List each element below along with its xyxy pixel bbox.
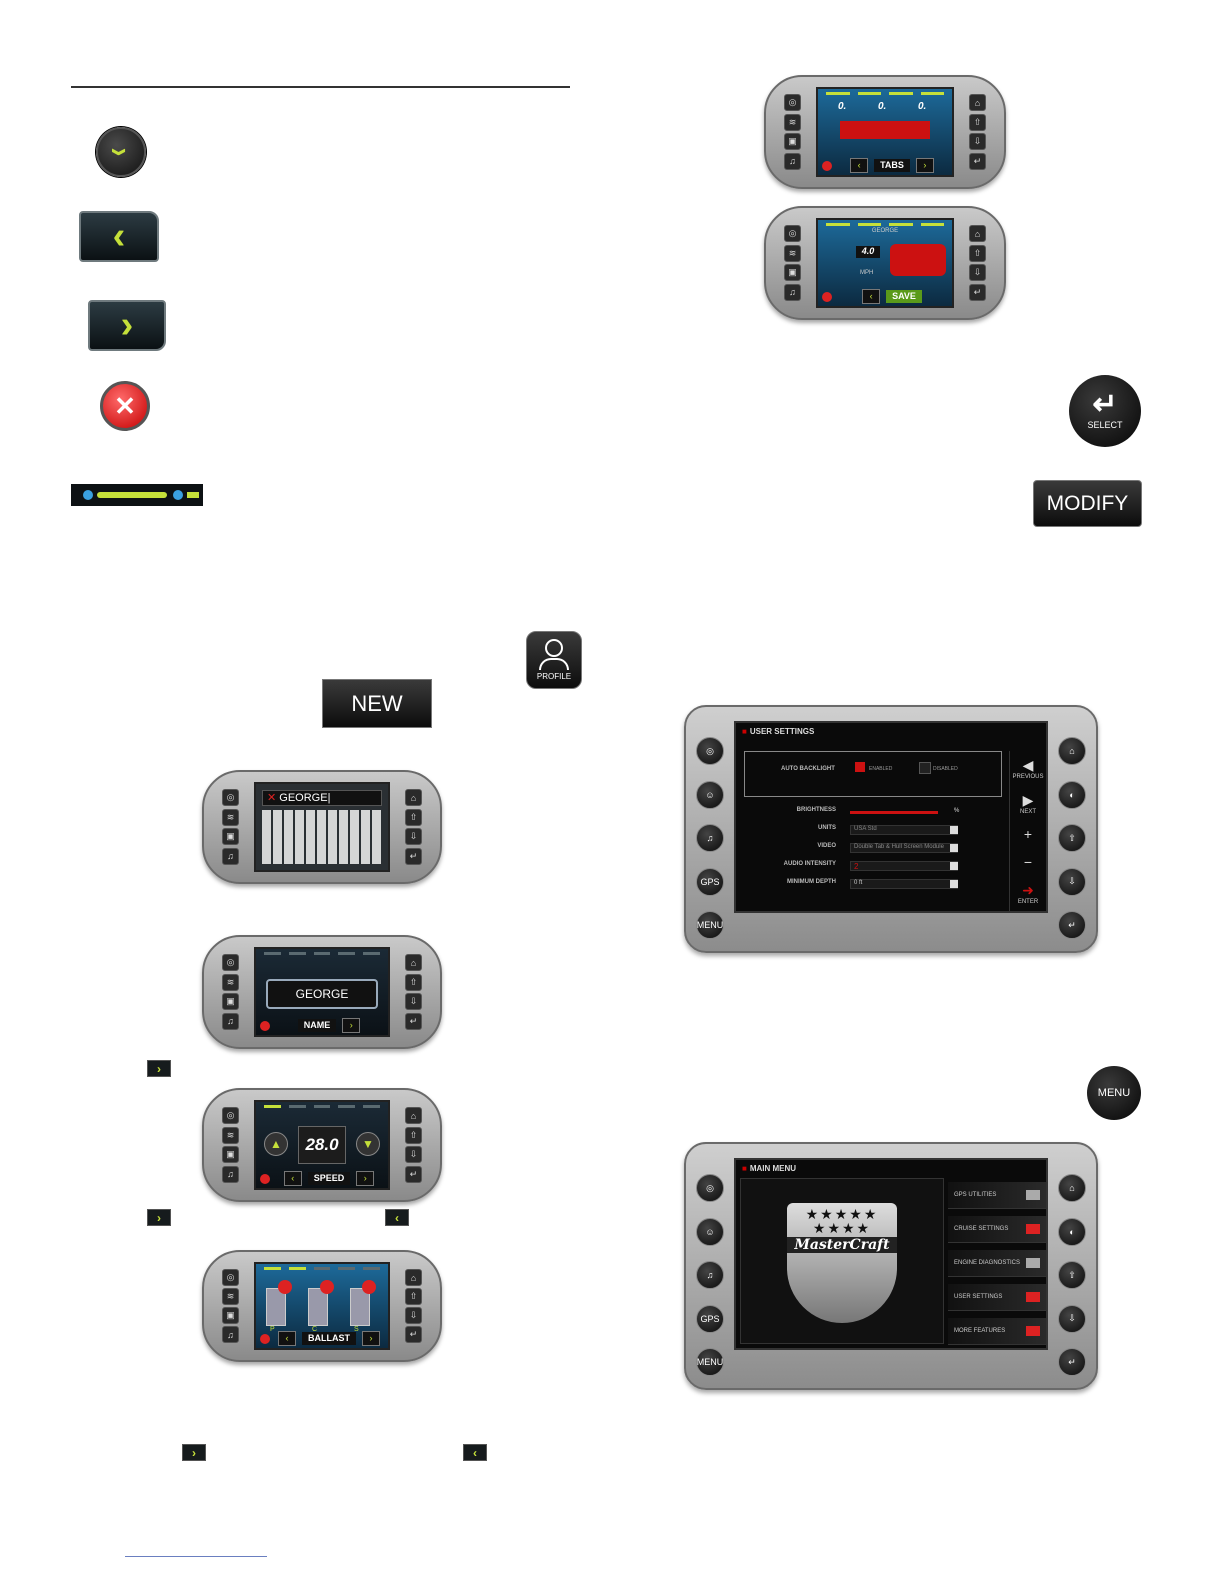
next-arrow-icon: › <box>182 1444 206 1461</box>
action-label: NEXT <box>1019 808 1036 815</box>
tank-label: C <box>312 1326 318 1333</box>
setting-label: AUDIO INTENSITY <box>783 861 836 867</box>
mastercraft-logo: ★★★★★★★★★ MasterCraft <box>787 1203 897 1323</box>
menu-item-cruise: CRUISE SETTINGS <box>948 1215 1046 1243</box>
brand-name: MasterCraft <box>787 1237 897 1253</box>
device-keyboard-screen: ◎≋▣♫ ⌂⇧⇩↵ ✕ GEORGE| <box>202 770 442 884</box>
footer-label: TABS <box>874 158 910 172</box>
setting-label: BRIGHTNESS <box>796 807 836 813</box>
onscreen-keyboard <box>262 810 382 864</box>
display-main-menu: ◎☺♫ GPS MENU ⌂◐⇧⇩↵ ■MAIN MENU ★★★★★★★★★ … <box>684 1142 1098 1390</box>
modify-button: MODIFY <box>1033 480 1142 527</box>
tank-label: P <box>270 1326 275 1333</box>
previous-button-icon: ‹ <box>79 211 159 262</box>
setting-value: 0 ft <box>850 879 958 889</box>
unit-label: MPH <box>860 270 874 276</box>
close-icon <box>822 292 832 302</box>
setting-label: VIDEO <box>817 843 836 849</box>
device-speed-screen: ◎≋▣♫ ⌂⇧⇩↵ ▲ ▼ 28.0 ‹SPEED› <box>202 1088 442 1202</box>
next-arrow-icon: › <box>147 1060 171 1077</box>
screen-title: MAIN MENU <box>749 1164 797 1173</box>
device-save-screen: ◎≋▣♫ ⌂⇧⇩↵ GEORGE 4.0 MPH ‹SAVE <box>764 206 1006 320</box>
setting-value: 2 <box>850 861 958 871</box>
next-button-icon: › <box>88 300 166 351</box>
display-user-settings: ◎☺♫ GPS MENU ⌂◐⇧⇩↵ ■USER SETTINGS AUTO B… <box>684 705 1098 953</box>
select-button-icon: ↵ SELECT <box>1069 375 1141 447</box>
chevron-down-icon: › <box>96 127 146 177</box>
action-label: − <box>1023 854 1033 871</box>
menu-item-more-features: MORE FEATURES <box>948 1317 1046 1345</box>
footer-link-underline <box>125 1556 267 1557</box>
close-icon <box>260 1021 270 1031</box>
gps-button-label: GPS <box>696 867 724 896</box>
menu-item-user-settings: USER SETTINGS <box>948 1283 1046 1311</box>
gps-button-label: GPS <box>696 1304 724 1333</box>
screen-title: USER SETTINGS <box>749 727 815 736</box>
profile-label: PROFILE <box>536 672 572 681</box>
next-arrow-icon: › <box>147 1209 171 1226</box>
menu-button-label: MENU <box>696 1348 724 1376</box>
previous-arrow-icon: ‹ <box>463 1444 487 1461</box>
setting-label: UNITS <box>818 825 836 831</box>
progress-indicator <box>71 484 203 506</box>
action-label: ENTER <box>1017 899 1039 906</box>
device-tabs-screen: ◎≋▣♫ ⌂⇧⇩↵ 0. 0. 0. ‹TABS› <box>764 75 1006 189</box>
setting-label: MINIMUM DEPTH <box>787 879 836 885</box>
menu-button-label: MENU <box>696 911 724 939</box>
tank-label: S <box>354 1326 359 1333</box>
close-icon <box>260 1334 270 1344</box>
tab-value: 0. <box>918 101 927 112</box>
enabled-label: ENABLED <box>869 766 893 772</box>
speed-value: 4.0 <box>856 246 880 258</box>
header-rule <box>71 86 570 88</box>
setting-value: Double Tab & Hull Screen Module <box>850 843 958 853</box>
close-icon: ✕ <box>100 381 150 431</box>
new-button: NEW <box>322 679 432 728</box>
action-label: + <box>1023 826 1033 843</box>
footer-label: BALLAST <box>302 1331 356 1345</box>
disabled-label: DISABLED <box>933 766 958 772</box>
menu-item-engine: ENGINE DIAGNOSTICS <box>948 1249 1046 1277</box>
footer-label: SPEED <box>307 1171 351 1185</box>
name-entry-field: GEORGE| <box>279 792 331 804</box>
tab-value: 0. <box>838 101 847 112</box>
menu-item-gps: GPS UTILITIES <box>948 1181 1046 1209</box>
previous-arrow-icon: ‹ <box>385 1209 409 1226</box>
close-icon <box>260 1174 270 1184</box>
speed-value: 28.0 <box>298 1126 346 1164</box>
profile-icon: PROFILE <box>526 631 582 689</box>
setting-value: USA Std <box>850 825 958 835</box>
tab-value: 0. <box>878 101 887 112</box>
auto-backlight-label: AUTO BACKLIGHT <box>781 766 835 772</box>
save-label: SAVE <box>886 289 922 303</box>
select-label: SELECT <box>1087 420 1123 430</box>
device-ballast-screen: ◎≋▣♫ ⌂⇧⇩↵ P C S ‹BALLAST› <box>202 1250 442 1362</box>
close-icon <box>822 161 832 171</box>
device-name-screen: ◎≋▣♫ ⌂⇧⇩↵ GEORGE NAME› <box>202 935 442 1049</box>
footer-label: NAME <box>297 1018 337 1032</box>
profile-name: GEORGE <box>871 228 899 234</box>
setting-value: % <box>954 808 960 814</box>
action-label: PREVIOUS <box>1012 773 1044 780</box>
name-display: GEORGE <box>266 979 378 1009</box>
menu-button-icon: MENU <box>1087 1066 1141 1120</box>
